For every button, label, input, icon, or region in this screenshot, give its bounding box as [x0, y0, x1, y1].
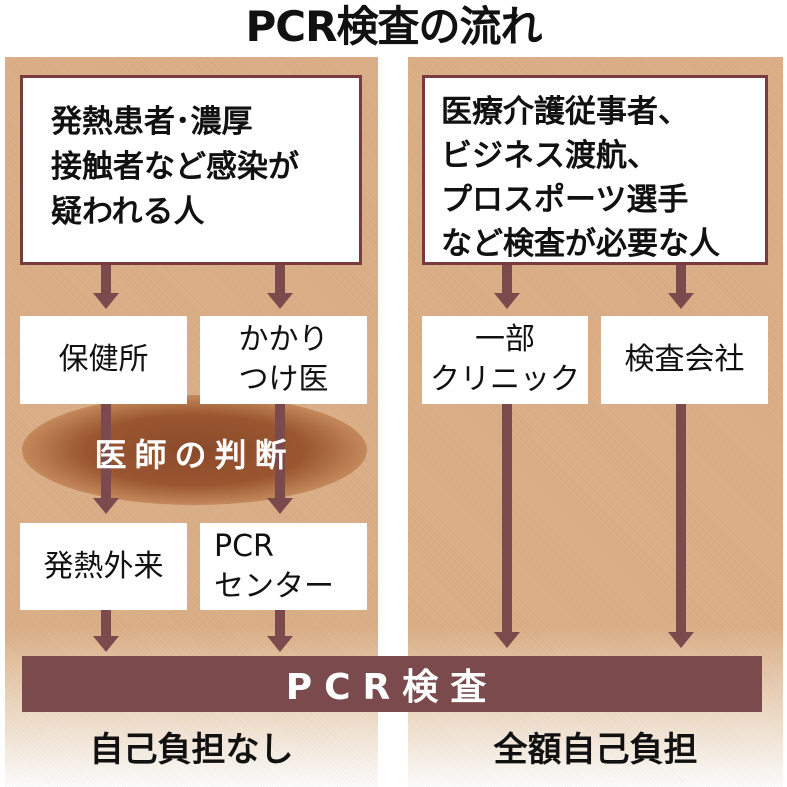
right-target-line: 医療介護従事者、 [441, 94, 689, 130]
arrow-down-icon [494, 404, 520, 648]
node-health-center: 保健所 [20, 316, 187, 404]
left-cost-label: 自己負担なし [89, 730, 294, 770]
node-family-doctor: かかり つけ医 [200, 316, 367, 404]
node-label: つけ医 [238, 362, 329, 397]
node-some-clinics: 一部 クリニック [422, 316, 588, 404]
node-label: 検査会社 [624, 342, 745, 377]
left-target-line: 疑われる人 [51, 194, 205, 230]
left-target-line: 接触者など感染が [51, 149, 299, 185]
node-label: 発熱外来 [43, 548, 164, 584]
right-target-line: ビジネス渡航、 [441, 138, 658, 174]
pcr-test-bar: PCR検査 [22, 656, 762, 712]
arrow-down-icon [668, 404, 694, 648]
arrow-down-icon [267, 265, 293, 309]
node-label: かかり [238, 322, 329, 357]
arrow-down-icon [267, 610, 293, 652]
right-cost-label: 全額自己負担 [493, 730, 698, 770]
node-testing-company: 検査会社 [601, 316, 768, 404]
node-label: PCR [214, 528, 274, 564]
node-pcr-center: PCR センター [200, 523, 367, 610]
node-label: クリニック [430, 362, 580, 397]
arrow-down-icon [494, 265, 520, 309]
node-label: センター [214, 568, 334, 604]
decision-label: 医師の判断 [94, 436, 295, 474]
arrow-down-icon [93, 265, 119, 309]
node-label: 一部 [475, 322, 535, 357]
arrow-down-icon [93, 610, 119, 652]
diagram-title: PCR検査の流れ [245, 2, 543, 51]
node-label: 保健所 [58, 342, 149, 377]
arrow-down-icon [668, 265, 694, 309]
left-target-line: 発熱患者･濃厚 [51, 104, 253, 140]
left-target-box: 発熱患者･濃厚 接触者など感染が 疑われる人 [20, 75, 362, 265]
decision-highlight [22, 395, 367, 505]
node-fever-clinic: 発熱外来 [20, 523, 187, 610]
arrow-down-icon [93, 404, 119, 514]
arrow-down-icon [267, 404, 293, 514]
right-target-box: 医療介護従事者、 ビジネス渡航、 プロスポーツ選手 など検査が必要な人 [422, 75, 768, 265]
right-target-line: など検査が必要な人 [441, 226, 720, 262]
right-target-line: プロスポーツ選手 [441, 182, 689, 218]
